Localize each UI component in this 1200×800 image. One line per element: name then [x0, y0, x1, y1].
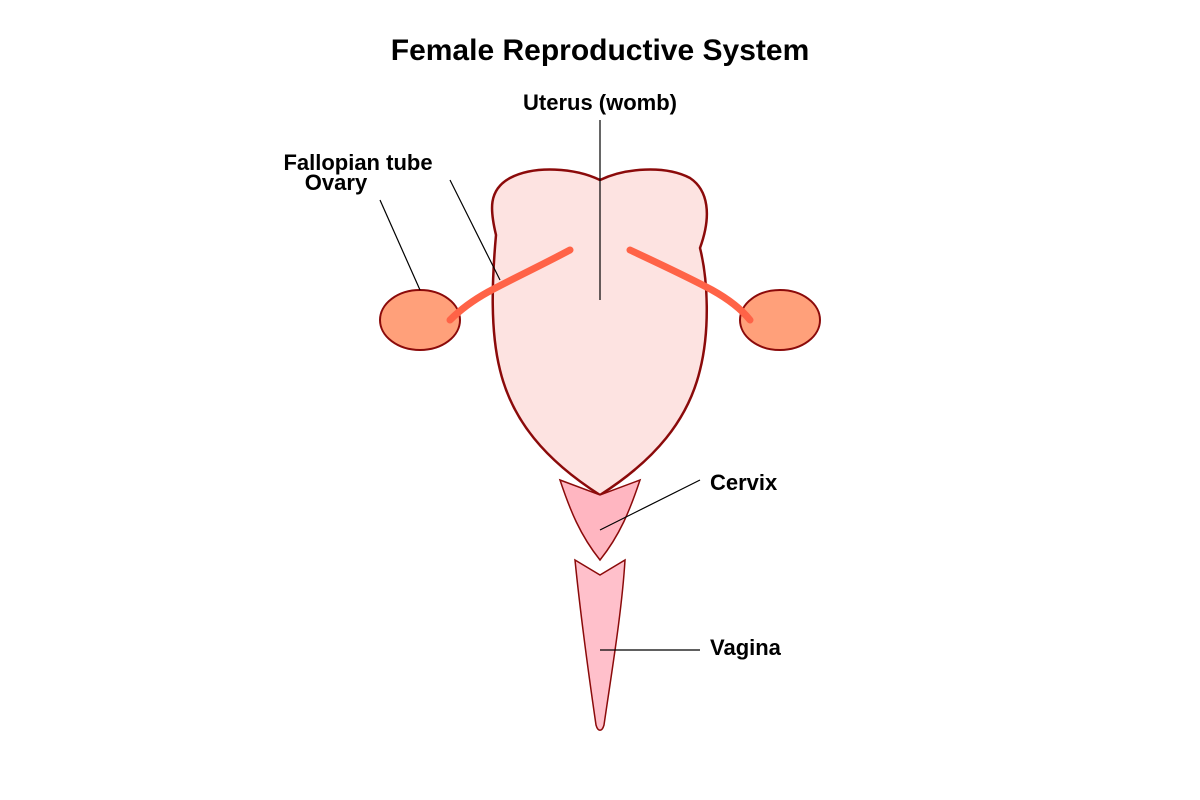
vagina-label: Vagina: [710, 635, 782, 660]
fallopian-tube-leader-line: [449, 179, 501, 281]
diagram-title: Female Reproductive System: [391, 34, 810, 67]
cervix-label: Cervix: [710, 470, 778, 495]
uterus-label: Uterus (womb): [523, 90, 677, 115]
ovary-label: Ovary: [305, 170, 368, 195]
fallopian-tube-left: [446, 246, 574, 324]
cervix-leader-line: [599, 479, 701, 531]
vagina-shape: [574, 558, 626, 731]
ovary-right: [739, 289, 821, 351]
ovary-leader-line: [379, 199, 421, 291]
fallopian-tube-label: Fallopian tube: [283, 150, 432, 175]
cervix-shape: [558, 478, 642, 562]
fallopian-tube-right: [626, 246, 754, 324]
